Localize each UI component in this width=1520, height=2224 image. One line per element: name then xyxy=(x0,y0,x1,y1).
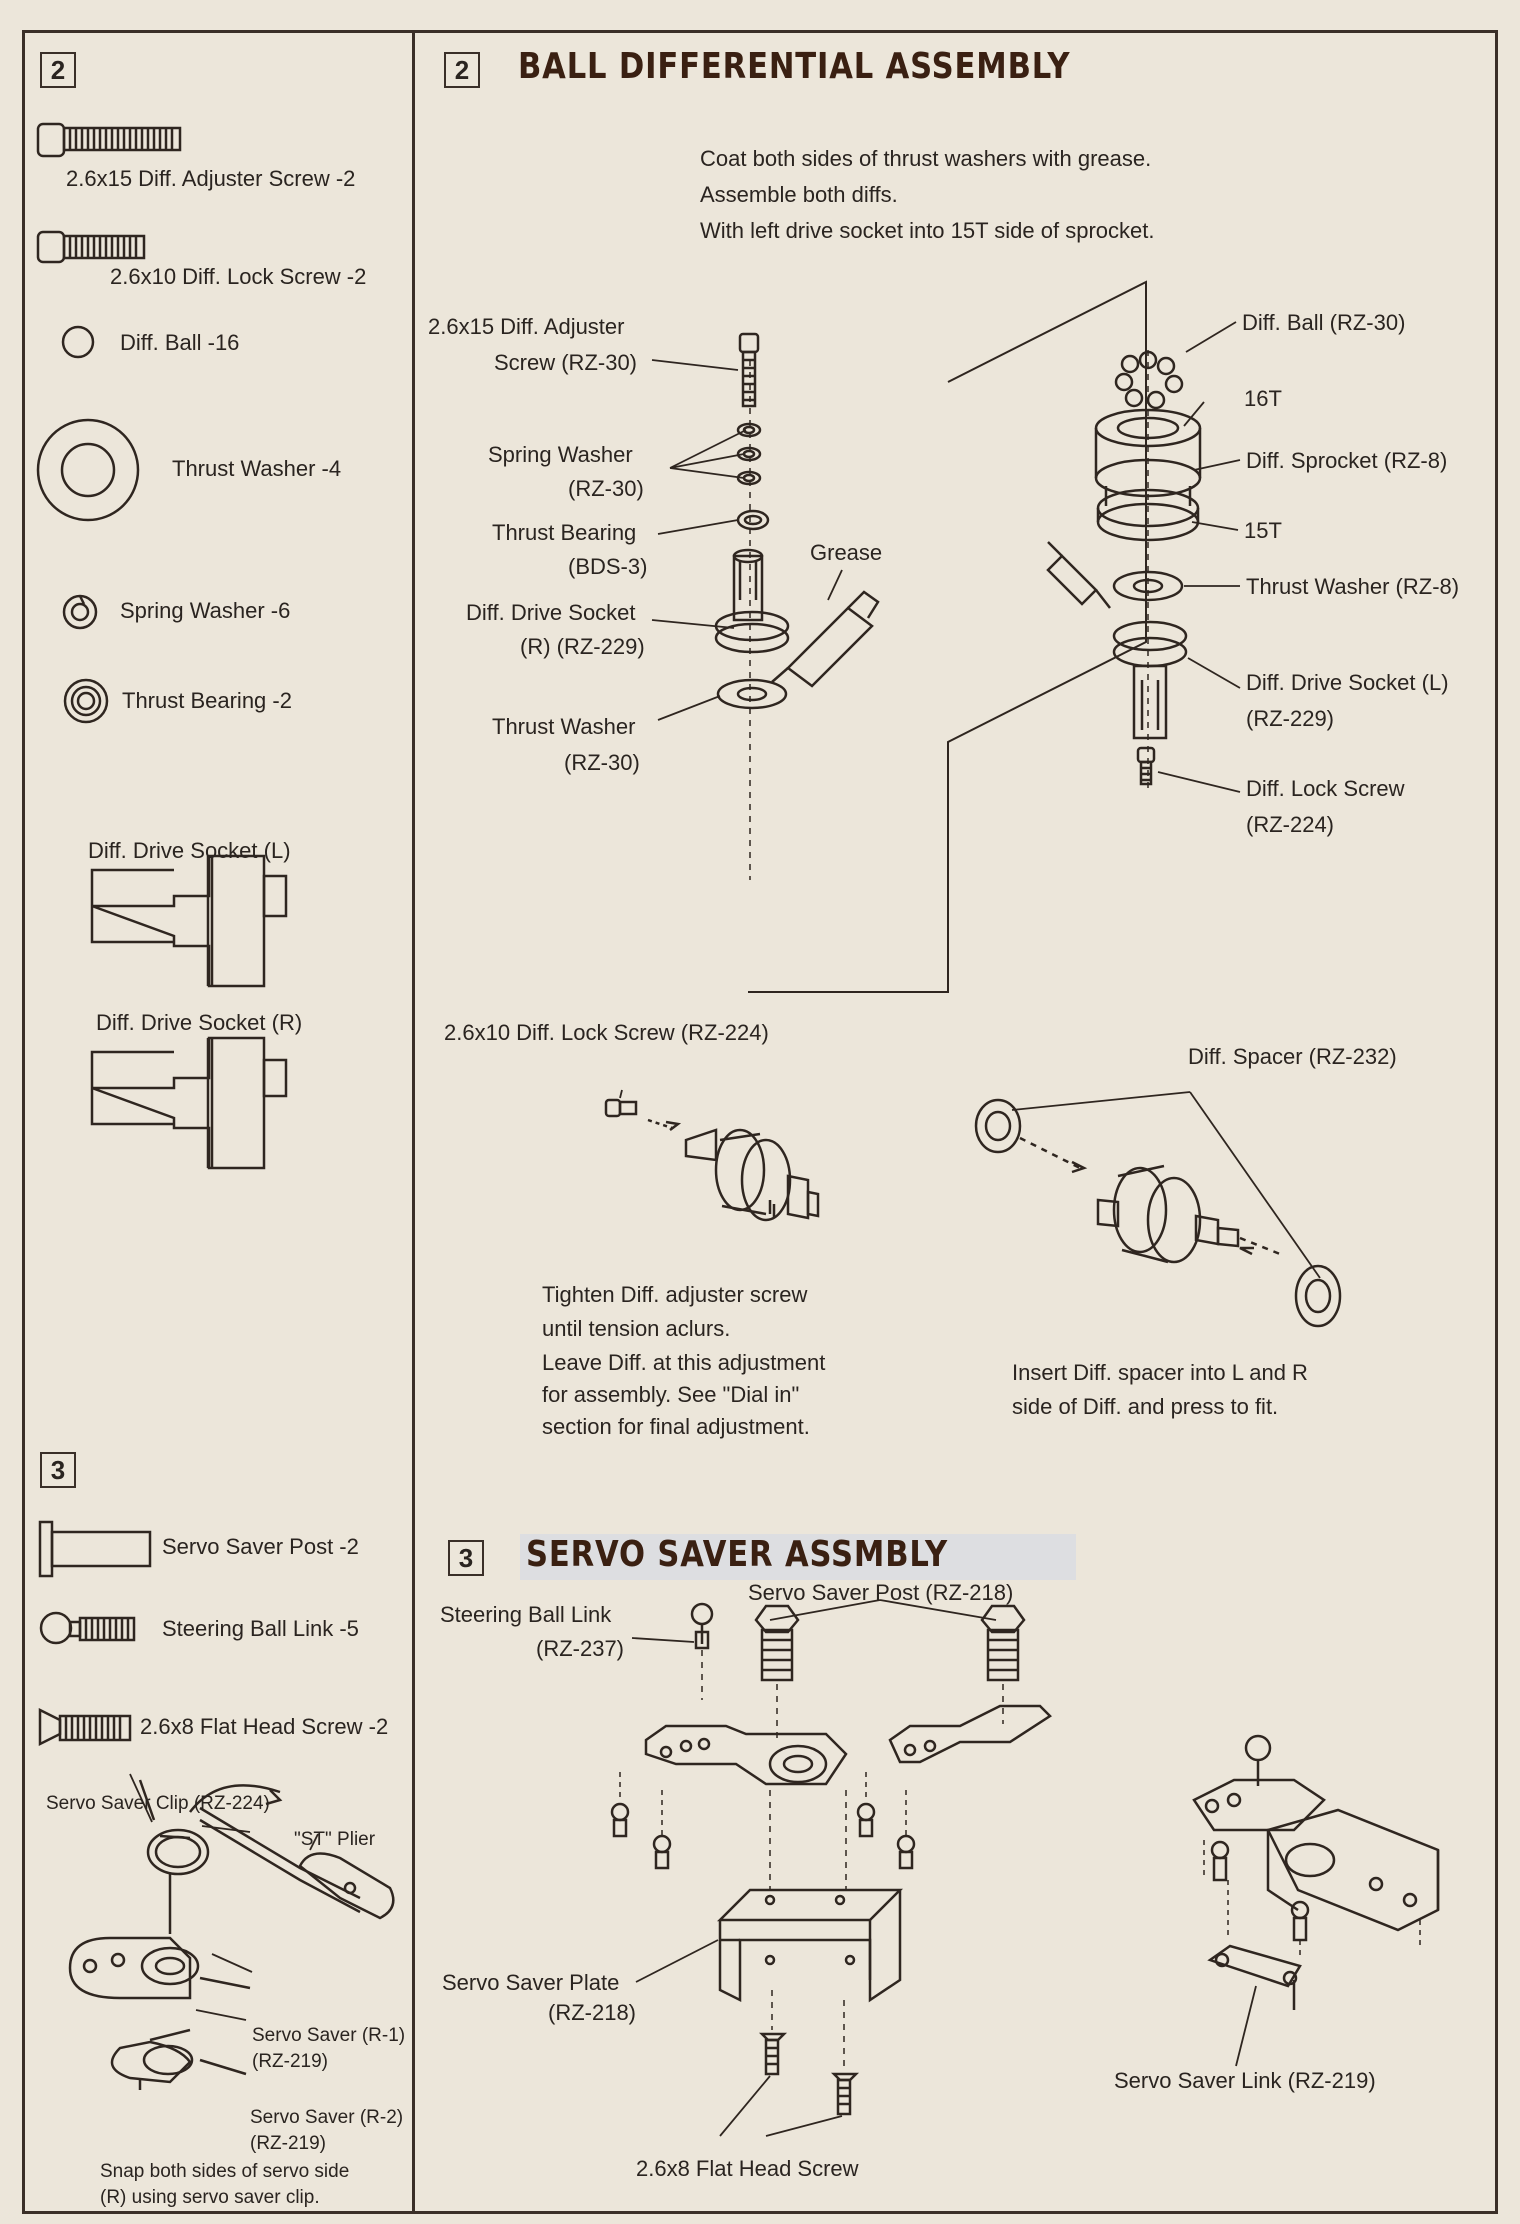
callout-socket-r-1: Diff. Drive Socket xyxy=(466,600,636,625)
callout-plate-2: (RZ-218) xyxy=(548,2000,637,2025)
servo-saver-assembled xyxy=(1192,1734,1440,2010)
note-right-1: Insert Diff. spacer into L and R xyxy=(1012,1360,1308,1385)
callout-grease: Grease xyxy=(810,540,883,565)
spring-washer-icon xyxy=(62,594,98,630)
instruction-line-3: With left drive socket into 15T side of … xyxy=(700,218,1155,243)
servo-r1-label: Servo Saver (R-1) xyxy=(252,2025,406,2046)
diff-ball-icon xyxy=(61,325,95,359)
section3-number: 3 xyxy=(448,1540,484,1576)
callout-bearing-2: (BDS-3) xyxy=(568,554,648,579)
clip-note-1: Snap both sides of servo side xyxy=(100,2161,350,2182)
callout-spring-1: Spring Washer xyxy=(488,442,633,467)
servo-saver-post-icon xyxy=(38,1520,152,1578)
part-label-thrust-bearing: Thrust Bearing -2 xyxy=(122,688,292,713)
callout-sprocket: Diff. Sprocket (RZ-8) xyxy=(1246,448,1448,473)
callout-lock-2: (RZ-224) xyxy=(1246,812,1335,837)
note-right-2: side of Diff. and press to fit. xyxy=(1012,1394,1279,1419)
callout-socket-r-2: (R) (RZ-229) xyxy=(520,634,645,659)
callout-post: Servo Saver Post (RZ-218) xyxy=(748,1580,1014,1605)
clip-note-2: (R) using servo saver clip. xyxy=(100,2187,320,2208)
page-frame xyxy=(22,30,1498,2214)
callout-washer-l-2: (RZ-30) xyxy=(564,750,640,775)
callout-spacer: Diff. Spacer (RZ-232) xyxy=(1188,1044,1397,1069)
servo-r2-part: (RZ-219) xyxy=(250,2133,327,2154)
part-label-servo-post: Servo Saver Post -2 xyxy=(162,1534,359,1559)
flat-head-screw-icon xyxy=(38,1707,132,1747)
part-label-thrust-washer: Thrust Washer -4 xyxy=(172,456,342,481)
note-left-3: Leave Diff. at this adjustment xyxy=(542,1350,826,1375)
part-label-drive-socket-r: Diff. Drive Socket (R) xyxy=(96,1010,303,1035)
callout-socket-l-1: Diff. Drive Socket (L) xyxy=(1246,670,1449,695)
servo-saver-exploded xyxy=(610,1602,1052,2116)
callout-adjuster-2: Screw (RZ-30) xyxy=(494,350,638,375)
callout-flat-screw: 2.6x8 Flat Head Screw xyxy=(636,2156,859,2181)
callout-lock-screw: 2.6x10 Diff. Lock Screw (RZ-224) xyxy=(444,1020,769,1045)
part-label-lock-screw: 2.6x10 Diff. Lock Screw -2 xyxy=(110,264,367,289)
left-section3-number: 3 xyxy=(40,1452,76,1488)
drive-socket-r-icon xyxy=(90,1036,288,1170)
section2-number: 2 xyxy=(444,52,480,88)
column-divider xyxy=(412,30,415,2214)
leader-lines-sec2 xyxy=(651,321,1241,793)
callout-servo-link: Servo Saver Link (RZ-219) xyxy=(1114,2068,1376,2093)
note-left-5: section for final adjustment. xyxy=(542,1414,810,1439)
part-label-ball-link: Steering Ball Link -5 xyxy=(162,1616,359,1641)
callout-adjuster-1: 2.6x15 Diff. Adjuster xyxy=(428,314,625,339)
steering-ball-link-icon xyxy=(39,1611,136,1645)
callout-lock-1: Diff. Lock Screw xyxy=(1246,776,1405,801)
thrust-bearing-icon xyxy=(63,678,109,724)
part-label-drive-socket-l: Diff. Drive Socket (L) xyxy=(88,838,291,863)
drive-socket-l-icon xyxy=(90,854,288,988)
callout-spring-2: (RZ-30) xyxy=(568,476,644,501)
adjuster-screw-icon xyxy=(36,122,182,158)
lock-screw-icon xyxy=(36,230,146,264)
callout-ball-link-2: (RZ-237) xyxy=(536,1636,625,1661)
callout-ball-link-1: Steering Ball Link xyxy=(440,1602,612,1627)
section2-title: BALL DIFFERENTIAL ASSEMBLY xyxy=(518,46,1071,87)
diff-assembled-left xyxy=(604,1098,820,1222)
note-left-1: Tighten Diff. adjuster screw xyxy=(542,1282,808,1307)
callout-plate-1: Servo Saver Plate xyxy=(442,1970,620,1995)
diff-exploded-right xyxy=(1046,350,1202,790)
callout-16t: 16T xyxy=(1244,386,1282,411)
note-left-4: for assembly. See "Dial in" xyxy=(542,1382,800,1407)
diff-assembled-right xyxy=(974,1091,1342,1328)
servo-r2-label: Servo Saver (R-2) xyxy=(250,2107,404,2128)
part-label-spring-washer: Spring Washer -6 xyxy=(120,598,291,623)
leader-lines-sec3 xyxy=(129,1599,1257,2137)
callout-washer-r: Thrust Washer (RZ-8) xyxy=(1246,574,1460,599)
instruction-line-2: Assemble both diffs. xyxy=(700,182,898,207)
section3-title: SERVO SAVER ASSMBLY xyxy=(526,1534,948,1575)
servo-clip-drawing xyxy=(68,1779,395,2090)
instruction-line-1: Coat both sides of thrust washers with g… xyxy=(700,146,1152,171)
leader-lock-screw xyxy=(619,1089,623,1099)
clip-label: Servo Saver Clip (RZ-224) xyxy=(46,1793,270,1814)
part-label-diff-ball: Diff. Ball -16 xyxy=(120,330,240,355)
servo-r1-part: (RZ-219) xyxy=(252,2051,329,2072)
note-left-2: until tension aclurs. xyxy=(542,1316,731,1341)
callout-bearing-1: Thrust Bearing xyxy=(492,520,637,545)
thrust-washer-icon xyxy=(36,418,140,522)
plier-label: "ST" Plier xyxy=(294,1829,376,1850)
assembly-plane xyxy=(748,280,1147,993)
part-label-flat-screw: 2.6x8 Flat Head Screw -2 xyxy=(140,1714,389,1739)
callout-15t: 15T xyxy=(1244,518,1282,543)
left-section2-number: 2 xyxy=(40,52,76,88)
diff-exploded-left xyxy=(714,332,880,880)
callout-washer-l-1: Thrust Washer xyxy=(492,714,636,739)
callout-socket-l-2: (RZ-229) xyxy=(1246,706,1335,731)
part-label-adjuster-screw: 2.6x15 Diff. Adjuster Screw -2 xyxy=(66,166,356,191)
callout-diff-ball: Diff. Ball (RZ-30) xyxy=(1242,310,1406,335)
section3-title-highlight xyxy=(520,1534,1076,1580)
